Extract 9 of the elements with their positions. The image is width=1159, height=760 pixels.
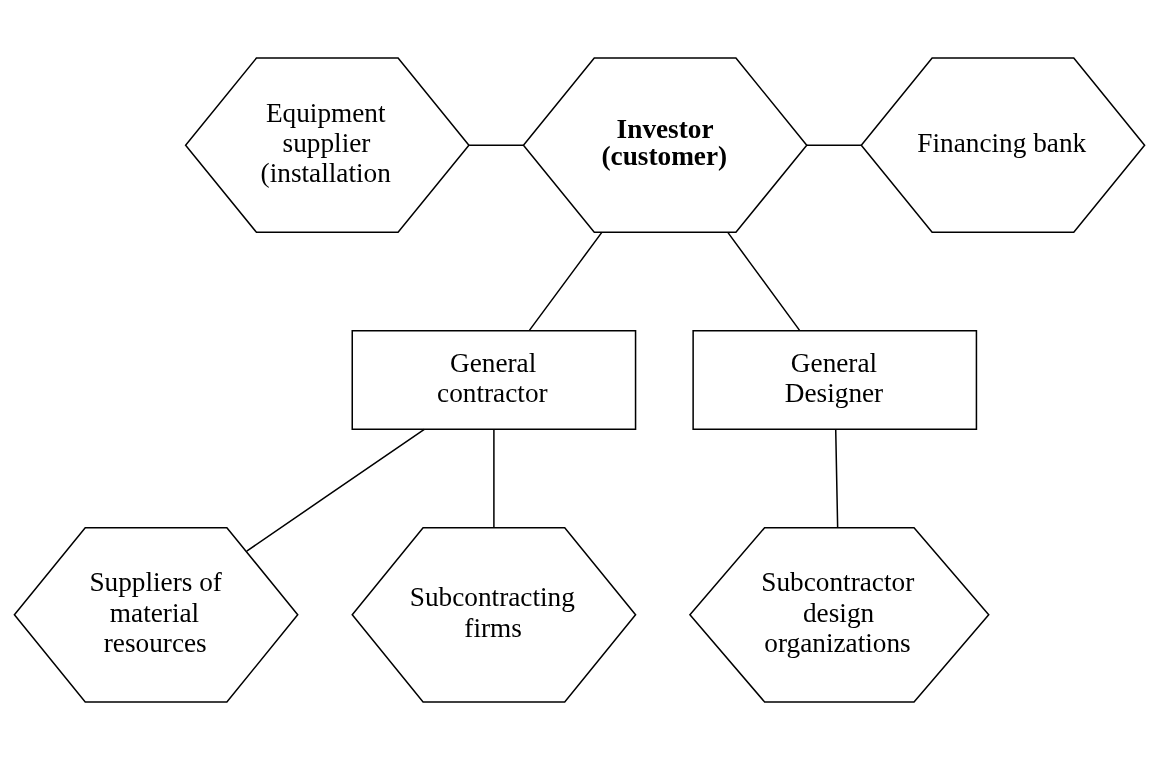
connector [727,231,801,331]
node-box: General contractor [351,330,637,430]
connector [834,428,839,529]
connector [528,231,603,331]
connector [493,428,495,529]
node-box: General Designer [692,330,978,430]
connector [806,144,862,146]
connector [468,144,524,146]
connector [246,428,426,552]
